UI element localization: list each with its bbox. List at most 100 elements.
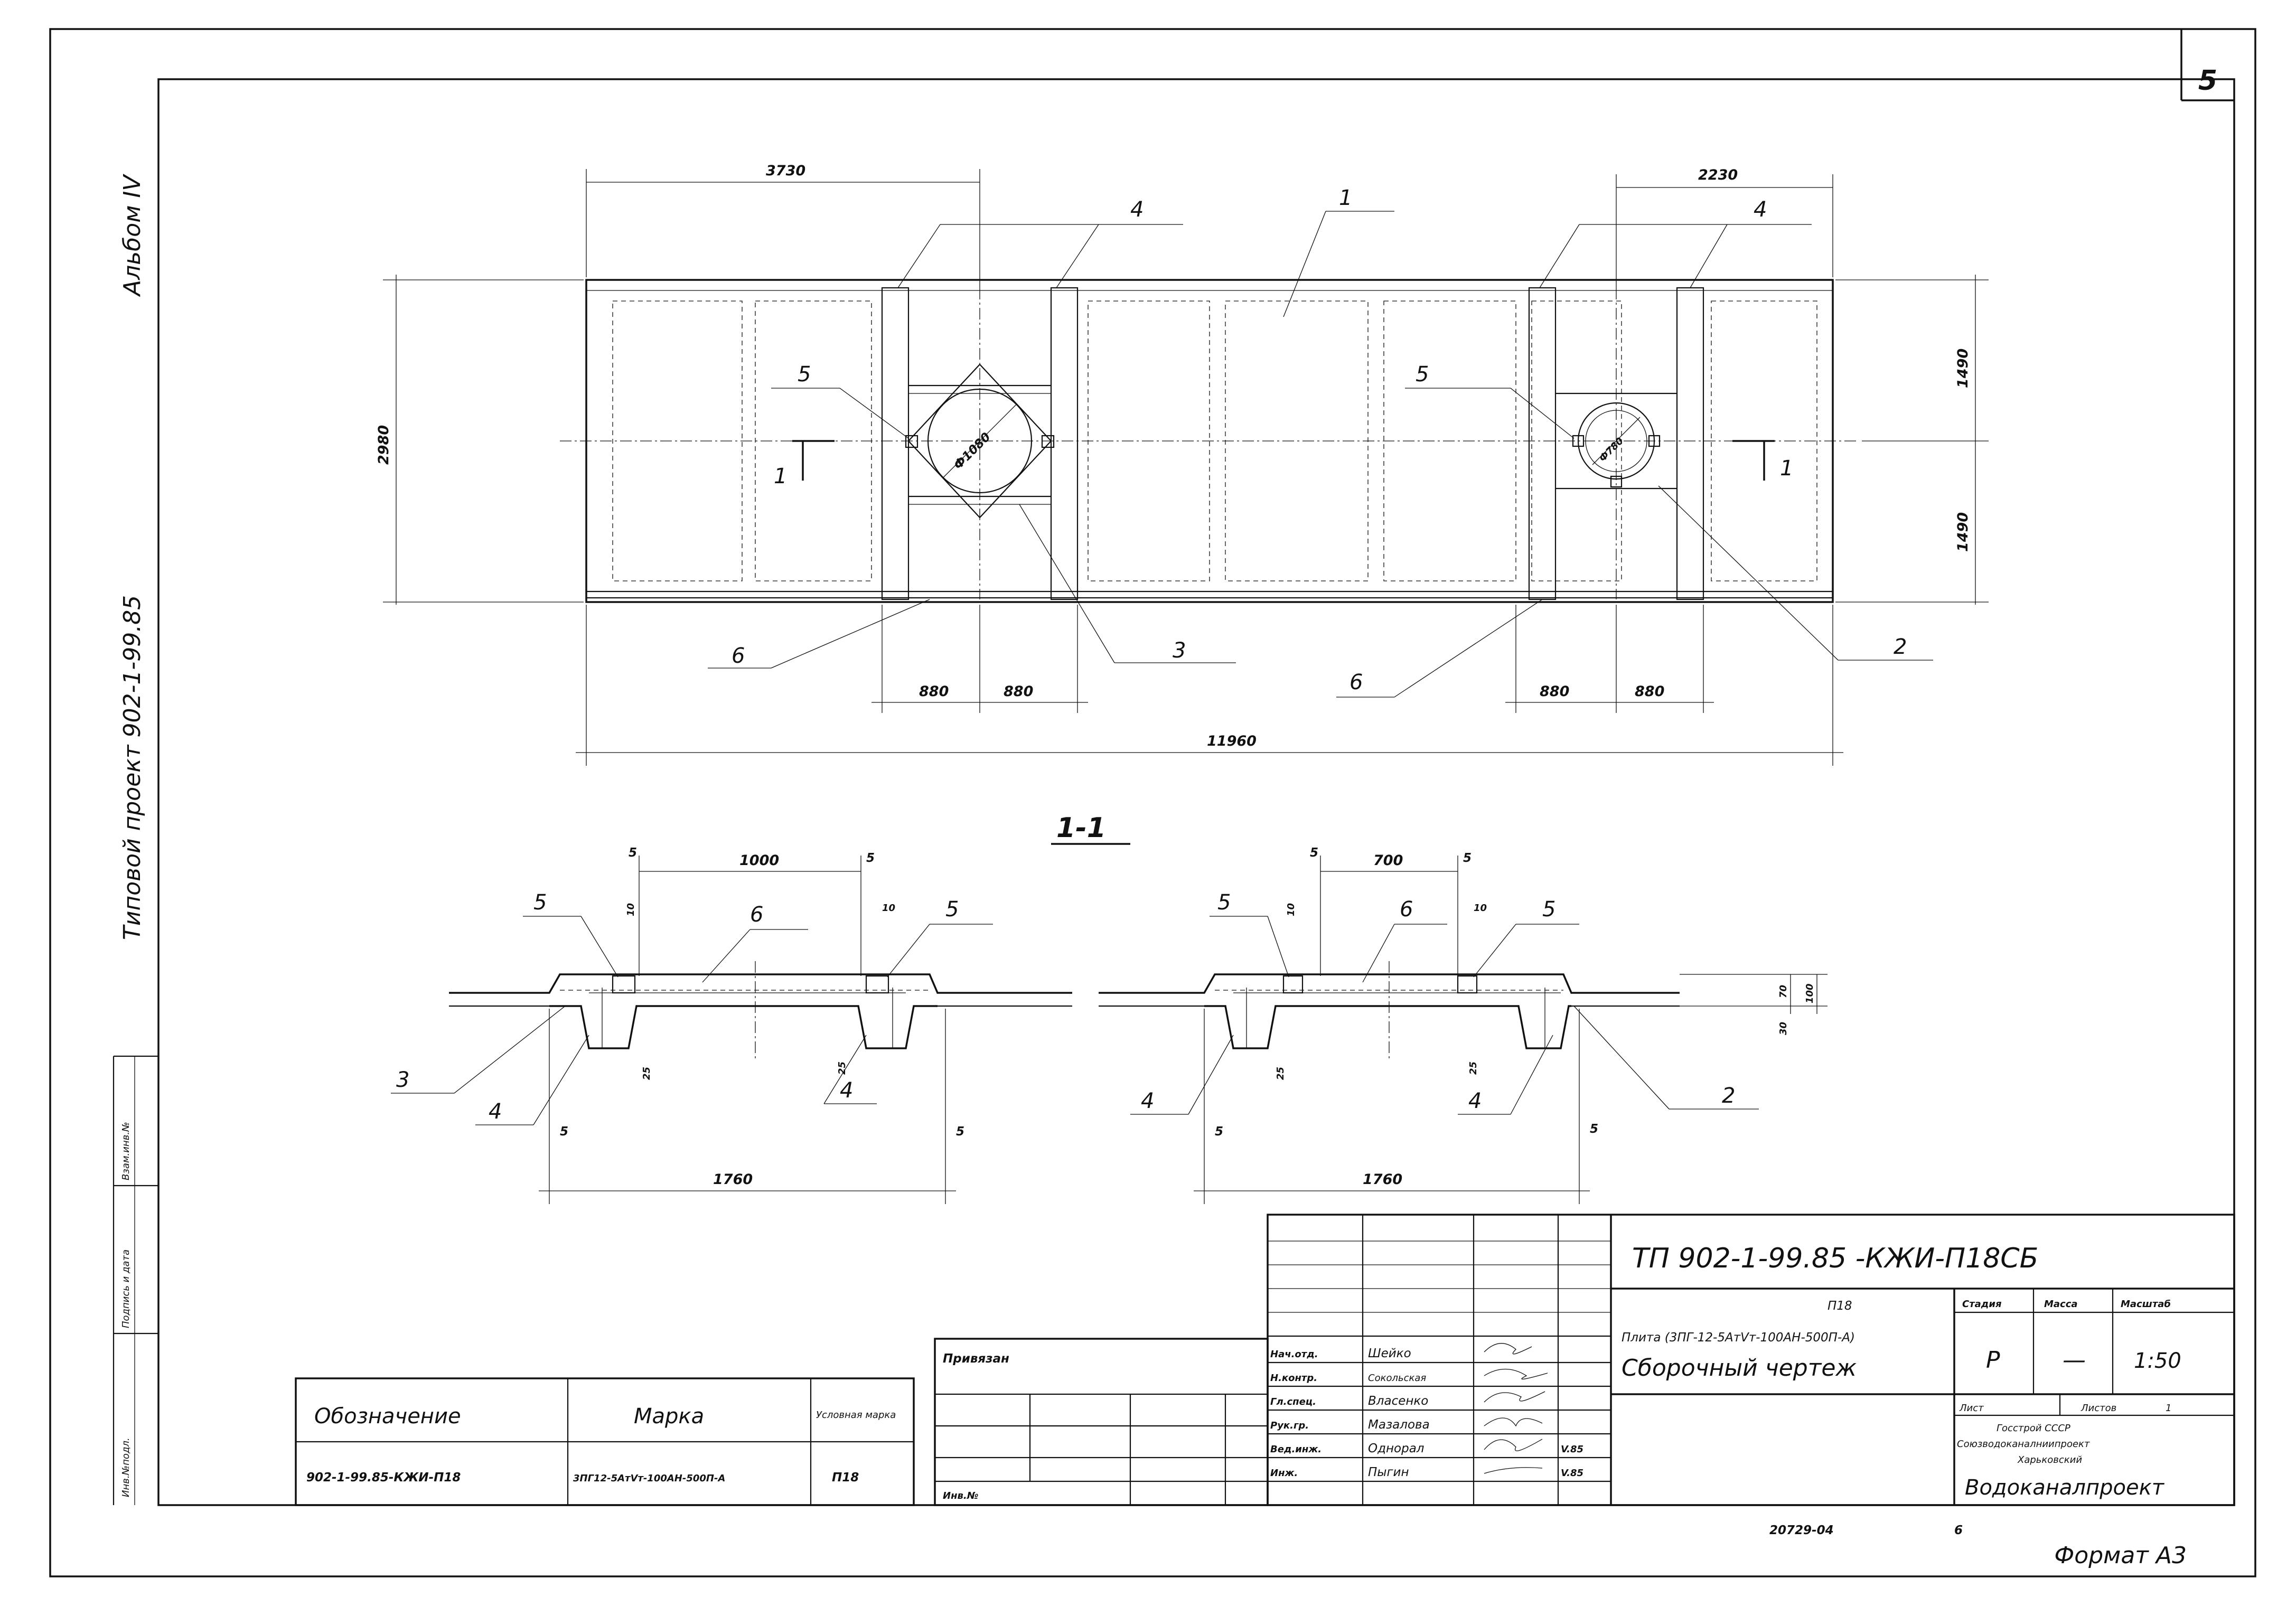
mark-table-designation: 902-1-99.85-КЖИ-П18	[306, 1471, 461, 1485]
inner-frame	[157, 78, 2235, 1506]
section-left: 1000 5 5 10 10 25 25 1760 5 5 5 6 5 3 4 …	[391, 846, 1072, 1204]
dia-left: Ф1080	[951, 430, 994, 472]
dim-half-top: 1490	[1955, 349, 1971, 388]
sec-right-callout-4b: 4	[1468, 1089, 1482, 1113]
mass-value: —	[2063, 1347, 2086, 1374]
callout-5-right: 5	[1416, 362, 1429, 387]
sec-left-dim-5c: 5	[560, 1125, 568, 1139]
role-3: Рук.гр.	[1270, 1420, 1309, 1431]
dim-bottom-r2: 880	[1635, 683, 1664, 700]
scale-value: 1:50	[2134, 1349, 2181, 1373]
outer-frame	[49, 28, 2256, 1577]
sec-right-dim-100: 100	[1804, 983, 1815, 1003]
name-2: Власенко	[1368, 1394, 1428, 1408]
callout-1: 1	[1339, 186, 1352, 210]
role-2: Гл.спец.	[1270, 1396, 1316, 1407]
mark-table-h-cond: Условная марка	[816, 1410, 896, 1421]
signature-3	[1484, 1417, 1543, 1427]
org-1: Госстрой СССР	[1997, 1423, 2070, 1434]
mark-table: Обозначение Марка Условная марка 902-1-9…	[295, 1377, 915, 1506]
org-4: Водоканалпроект	[1965, 1476, 2165, 1500]
sec-right-dim-bottom: 1760	[1363, 1171, 1402, 1188]
mass-header: Масса	[2044, 1299, 2078, 1310]
mark-table-mark: 3ПГ12-5АтVт-100АН-500П-А	[573, 1473, 725, 1484]
sec-left-dim-bottom: 1760	[713, 1171, 753, 1188]
sec-right-dim-5c: 5	[1215, 1125, 1223, 1139]
sec-left-callout-3: 3	[396, 1068, 409, 1092]
album-label: Альбом IV	[119, 174, 146, 297]
binding-block: Привязан Инв.№	[934, 1338, 1269, 1506]
dim-height: 2980	[376, 425, 392, 465]
sec-right-callout-5a: 5	[1217, 890, 1231, 915]
sec-left-dim-5a: 5	[629, 846, 637, 860]
dim-top-left: 3730	[766, 163, 805, 179]
cut-mark-left: 1	[774, 464, 787, 489]
callout-6-left: 6	[732, 644, 745, 668]
name-5: Пыгин	[1368, 1466, 1409, 1479]
sec-right-callout-5b: 5	[1542, 897, 1555, 922]
callout-4-left: 4	[1130, 198, 1144, 222]
left-stamp-columns: Инв.№подл. Подпись и дата Взам.инв.№	[113, 1055, 158, 1505]
cut-mark-right: 1	[1780, 456, 1793, 481]
role-5: Инж.	[1270, 1468, 1298, 1479]
callout-3: 3	[1173, 638, 1186, 663]
sec-left-callout-5a: 5	[533, 890, 547, 915]
sec-left-dim-25a: 25	[641, 1067, 652, 1080]
org-2: Союзводоканалниипроект	[1957, 1439, 2090, 1450]
callout-4-right: 4	[1754, 198, 1767, 222]
signature-2	[1484, 1391, 1545, 1403]
signature-4	[1484, 1439, 1543, 1451]
sec-right-dim-70: 70	[1778, 985, 1789, 998]
sec-left-dim-10a: 10	[625, 903, 636, 916]
sec-right-dim-10a: 10	[1286, 903, 1297, 916]
role-1: Н.контр.	[1270, 1373, 1317, 1384]
org-3: Харьковский	[2017, 1454, 2082, 1466]
drawing-name-mark: П18	[1828, 1299, 1852, 1313]
callout-5-left: 5	[798, 362, 811, 387]
binding-inv: Инв.№	[943, 1490, 978, 1501]
dim-bottom-l2: 880	[1004, 683, 1033, 700]
name-3: Мазалова	[1368, 1418, 1430, 1432]
signature-5	[1484, 1467, 1543, 1474]
date-4: V.85	[1561, 1444, 1583, 1455]
role-4: Вед.инж.	[1270, 1444, 1322, 1455]
sec-right-dim-top: 700	[1373, 852, 1403, 869]
stage-value: Р	[1986, 1347, 2000, 1374]
sheet-header: Лист	[1959, 1403, 1984, 1414]
sheets-header: Листов	[2081, 1403, 2116, 1414]
archive-code: 20729-04	[1769, 1524, 1834, 1537]
callout-2: 2	[1894, 635, 1907, 659]
sec-right-dim-30: 30	[1778, 1022, 1789, 1035]
signature-0	[1484, 1342, 1532, 1355]
dim-bottom-l1: 880	[919, 683, 949, 700]
sec-right-callout-6: 6	[1400, 897, 1413, 922]
sec-right-dim-5d: 5	[1590, 1122, 1598, 1136]
sec-left-dim-5d: 5	[956, 1125, 964, 1139]
name-0: Шейко	[1368, 1347, 1411, 1360]
sec-right-dim-25b: 25	[1468, 1061, 1479, 1075]
callout-6-right: 6	[1350, 670, 1363, 694]
name-4: Однорал	[1368, 1442, 1425, 1455]
stage-header: Стадия	[1962, 1299, 2002, 1310]
sec-left-dim-top: 1000	[739, 852, 779, 869]
sec-right-dim-10b: 10	[1474, 903, 1487, 914]
scale-header: Масштаб	[2121, 1299, 2171, 1310]
sec-left-callout-4b: 4	[840, 1078, 853, 1103]
dim-overall-length: 11960	[1207, 733, 1257, 749]
drawing-name-2: Сборочный чертеж	[1622, 1355, 1857, 1382]
signature-1	[1484, 1368, 1548, 1380]
mark-table-h-designation: Обозначение	[314, 1404, 461, 1429]
sec-right-dim-25a: 25	[1275, 1067, 1286, 1080]
sec-left-dim-10b: 10	[882, 903, 895, 914]
date-5: V.85	[1561, 1468, 1583, 1479]
binding-label: Привязан	[943, 1352, 1009, 1366]
drawing-code: ТП 902-1-99.85 -КЖИ-П18СБ	[1632, 1243, 2038, 1274]
section-title: 1-1	[1056, 812, 1106, 844]
sec-right-callout-4a: 4	[1141, 1089, 1154, 1113]
title-block: Нач.отд. Н.контр. Гл.спец. Рук.гр. Вед.и…	[1267, 1214, 2235, 1506]
dim-bottom-r1: 880	[1540, 683, 1569, 700]
sec-left-callout-4a: 4	[489, 1100, 502, 1124]
sec-left-callout-6: 6	[750, 903, 763, 927]
sec-right-callout-2: 2	[1722, 1084, 1735, 1108]
